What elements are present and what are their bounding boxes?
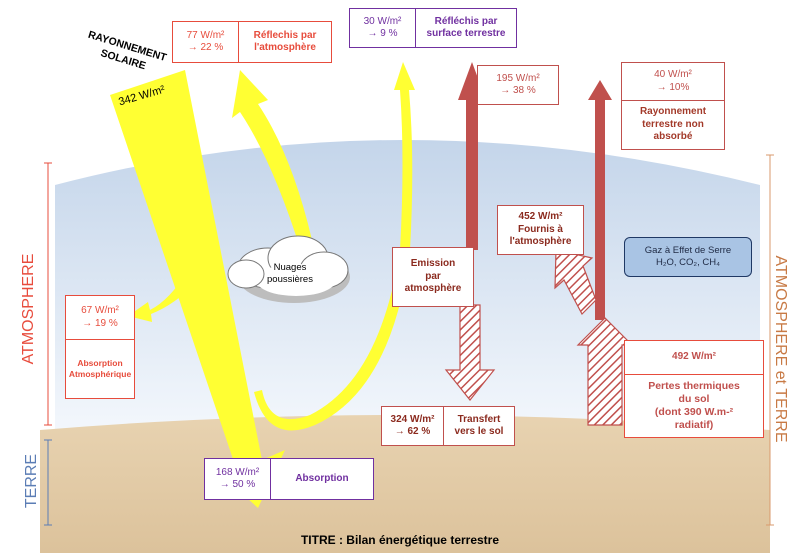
atmosphere-bracket <box>44 162 52 426</box>
pertes-label-3: (dont 390 W.m-² <box>654 406 734 418</box>
fournis-box: 452 W/m² Fournis à l'atmosphère <box>497 205 584 255</box>
atm-absorption-box: 67 W/m² → 19 % Absorption Atmosphérique <box>65 295 135 399</box>
terre-bracket <box>44 439 52 526</box>
ges-label: Gaz à Effet de Serre <box>644 245 732 257</box>
emission-space-value: 195 W/m² <box>496 72 540 84</box>
ges-box: Gaz à Effet de Serre H₂O, CO₂, CH₄ <box>624 237 752 277</box>
atmosphere-terre-bracket <box>766 154 774 526</box>
reflect-surface-percent: → 9 % <box>367 28 398 39</box>
reflect-surface-value: 30 W/m² <box>363 15 402 27</box>
page-title: TITRE : Bilan énergétique terrestre <box>300 533 500 547</box>
sol-absorption-value: 168 W/m² <box>215 466 260 478</box>
solar-incoming-arrow <box>110 70 285 508</box>
sol-absorption-box: 168 W/m² → 50 % Absorption <box>204 458 374 500</box>
pertes-box: 492 W/m² Pertes thermiques du sol (dont … <box>624 340 764 438</box>
atm-absorption-value: 67 W/m² <box>81 305 119 316</box>
reflect-atm-arrow <box>232 70 312 248</box>
cloud-label-line1: Nuages <box>273 262 307 273</box>
pertes-value: 492 W/m² <box>672 351 716 363</box>
transfert-label-1: Transfert <box>457 413 501 425</box>
cloud-label-line2: poussières <box>267 274 313 286</box>
non-absorbed-value: 40 W/m² <box>654 69 692 80</box>
fournis-label-3: l'atmosphère <box>509 236 572 248</box>
cloud-shape <box>227 235 350 303</box>
fournis-label-2: Fournis à <box>517 223 563 235</box>
transfert-arrow <box>444 304 496 401</box>
pertes-label-2: du sol <box>678 392 710 405</box>
non-absorbed-percent: → 10% <box>656 81 690 93</box>
reflect-surface-box: 30 W/m² → 9 % Réfléchis par surface terr… <box>349 8 517 48</box>
reflect-atm-label-1: Réflechis par <box>253 29 317 41</box>
emission-space-arrow <box>458 62 486 250</box>
atm-absorption-arrow <box>128 270 196 322</box>
emission-atm-box: Emission par atmosphère <box>392 247 474 307</box>
non-absorbed-label-3: absorbé <box>653 131 693 143</box>
pertes-label-4: radiatif) <box>674 419 714 432</box>
non-absorbed-label-1: Rayonnement <box>639 106 707 118</box>
reflect-atm-label-2: l'atmosphère <box>254 42 316 53</box>
sol-absorption-label: Absorption <box>295 472 349 484</box>
reflect-atm-box: 77 W/m² → 22 % Réflechis par l'atmosphèr… <box>172 21 332 63</box>
ground-surface <box>40 415 770 553</box>
non-absorbed-arrow <box>588 80 612 320</box>
terre-side-label: TERRE <box>23 453 40 509</box>
atm-absorption-label-2: Atmosphérique <box>68 369 132 379</box>
fournis-arrow <box>554 249 597 315</box>
atmosphere-side-label: ATMOSPHERE <box>20 253 37 365</box>
non-absorbed-label-2: terrestre non <box>642 118 704 130</box>
pertes-arrow <box>576 317 634 426</box>
ges-formula: H₂O, CO₂, CH₄ <box>655 257 721 268</box>
emission-atm-label-3: atmosphère <box>404 283 462 295</box>
pertes-label-1: Pertes thermiques <box>648 379 740 392</box>
emission-atm-label-1: Emission <box>410 258 456 270</box>
reflect-atm-value: 77 W/m² <box>186 29 225 41</box>
fournis-label-1: 452 W/m² <box>518 211 563 223</box>
reflect-surface-label-2: surface terrestre <box>426 28 506 39</box>
sol-absorption-percent: → 50 % <box>219 479 256 490</box>
emission-space-percent: → 38 % <box>500 85 536 96</box>
atmosphere-terre-side-label: ATMOSPHERE et TERRE <box>772 255 789 443</box>
reflect-surface-label-1: Réfléchis par <box>434 15 498 27</box>
emission-atm-label-2: par <box>425 270 441 282</box>
emission-space-box: 195 W/m² → 38 % <box>477 65 559 105</box>
non-absorbed-box: 40 W/m² → 10% Rayonnement terrestre non … <box>621 62 725 150</box>
reflect-atm-percent: → 22 % <box>187 42 224 53</box>
transfert-percent: → 62 % <box>394 426 431 437</box>
transfert-label-2: vers le sol <box>454 426 504 437</box>
transfert-value: 324 W/m² <box>390 413 435 425</box>
cloud-label: Nuages poussières <box>252 262 328 287</box>
transfert-box: 324 W/m² → 62 % Transfert vers le sol <box>381 406 515 446</box>
atm-absorption-label-1: Absorption <box>77 358 123 369</box>
atm-absorption-percent: → 19 % <box>82 317 118 329</box>
